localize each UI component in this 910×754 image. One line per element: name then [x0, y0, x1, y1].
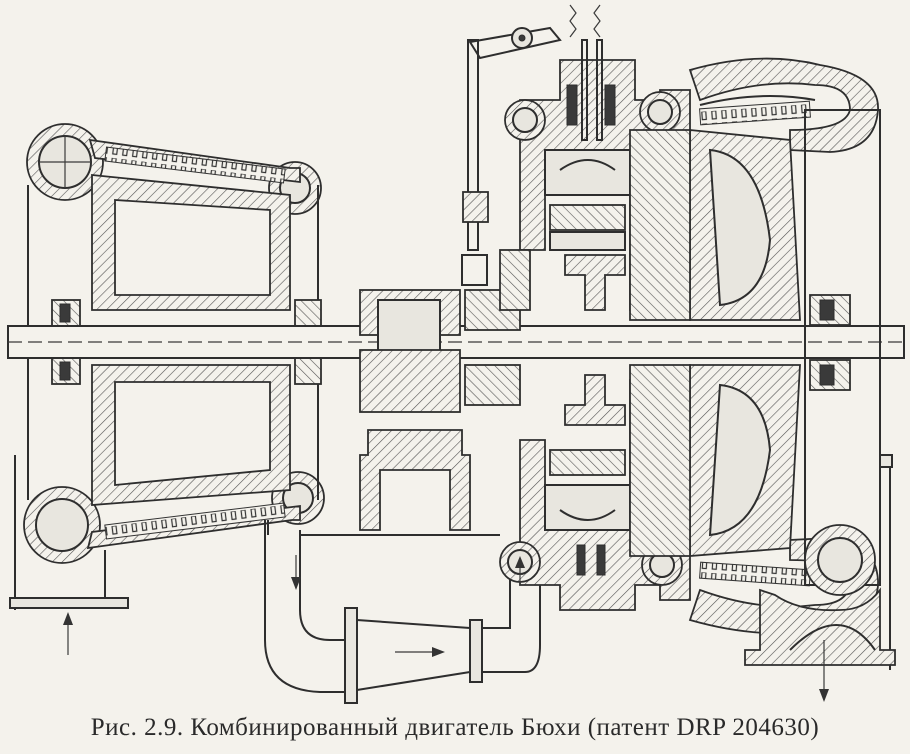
central-coupling	[359, 289, 521, 531]
right-turbine	[629, 57, 896, 702]
left-compressor-casing	[9, 123, 325, 655]
figure-caption: Рис. 2.9. Комбинированный двигатель Бюхи…	[90, 714, 820, 741]
engine-cross-section-drawing	[7, 4, 905, 704]
connecting-pipes	[264, 520, 541, 704]
